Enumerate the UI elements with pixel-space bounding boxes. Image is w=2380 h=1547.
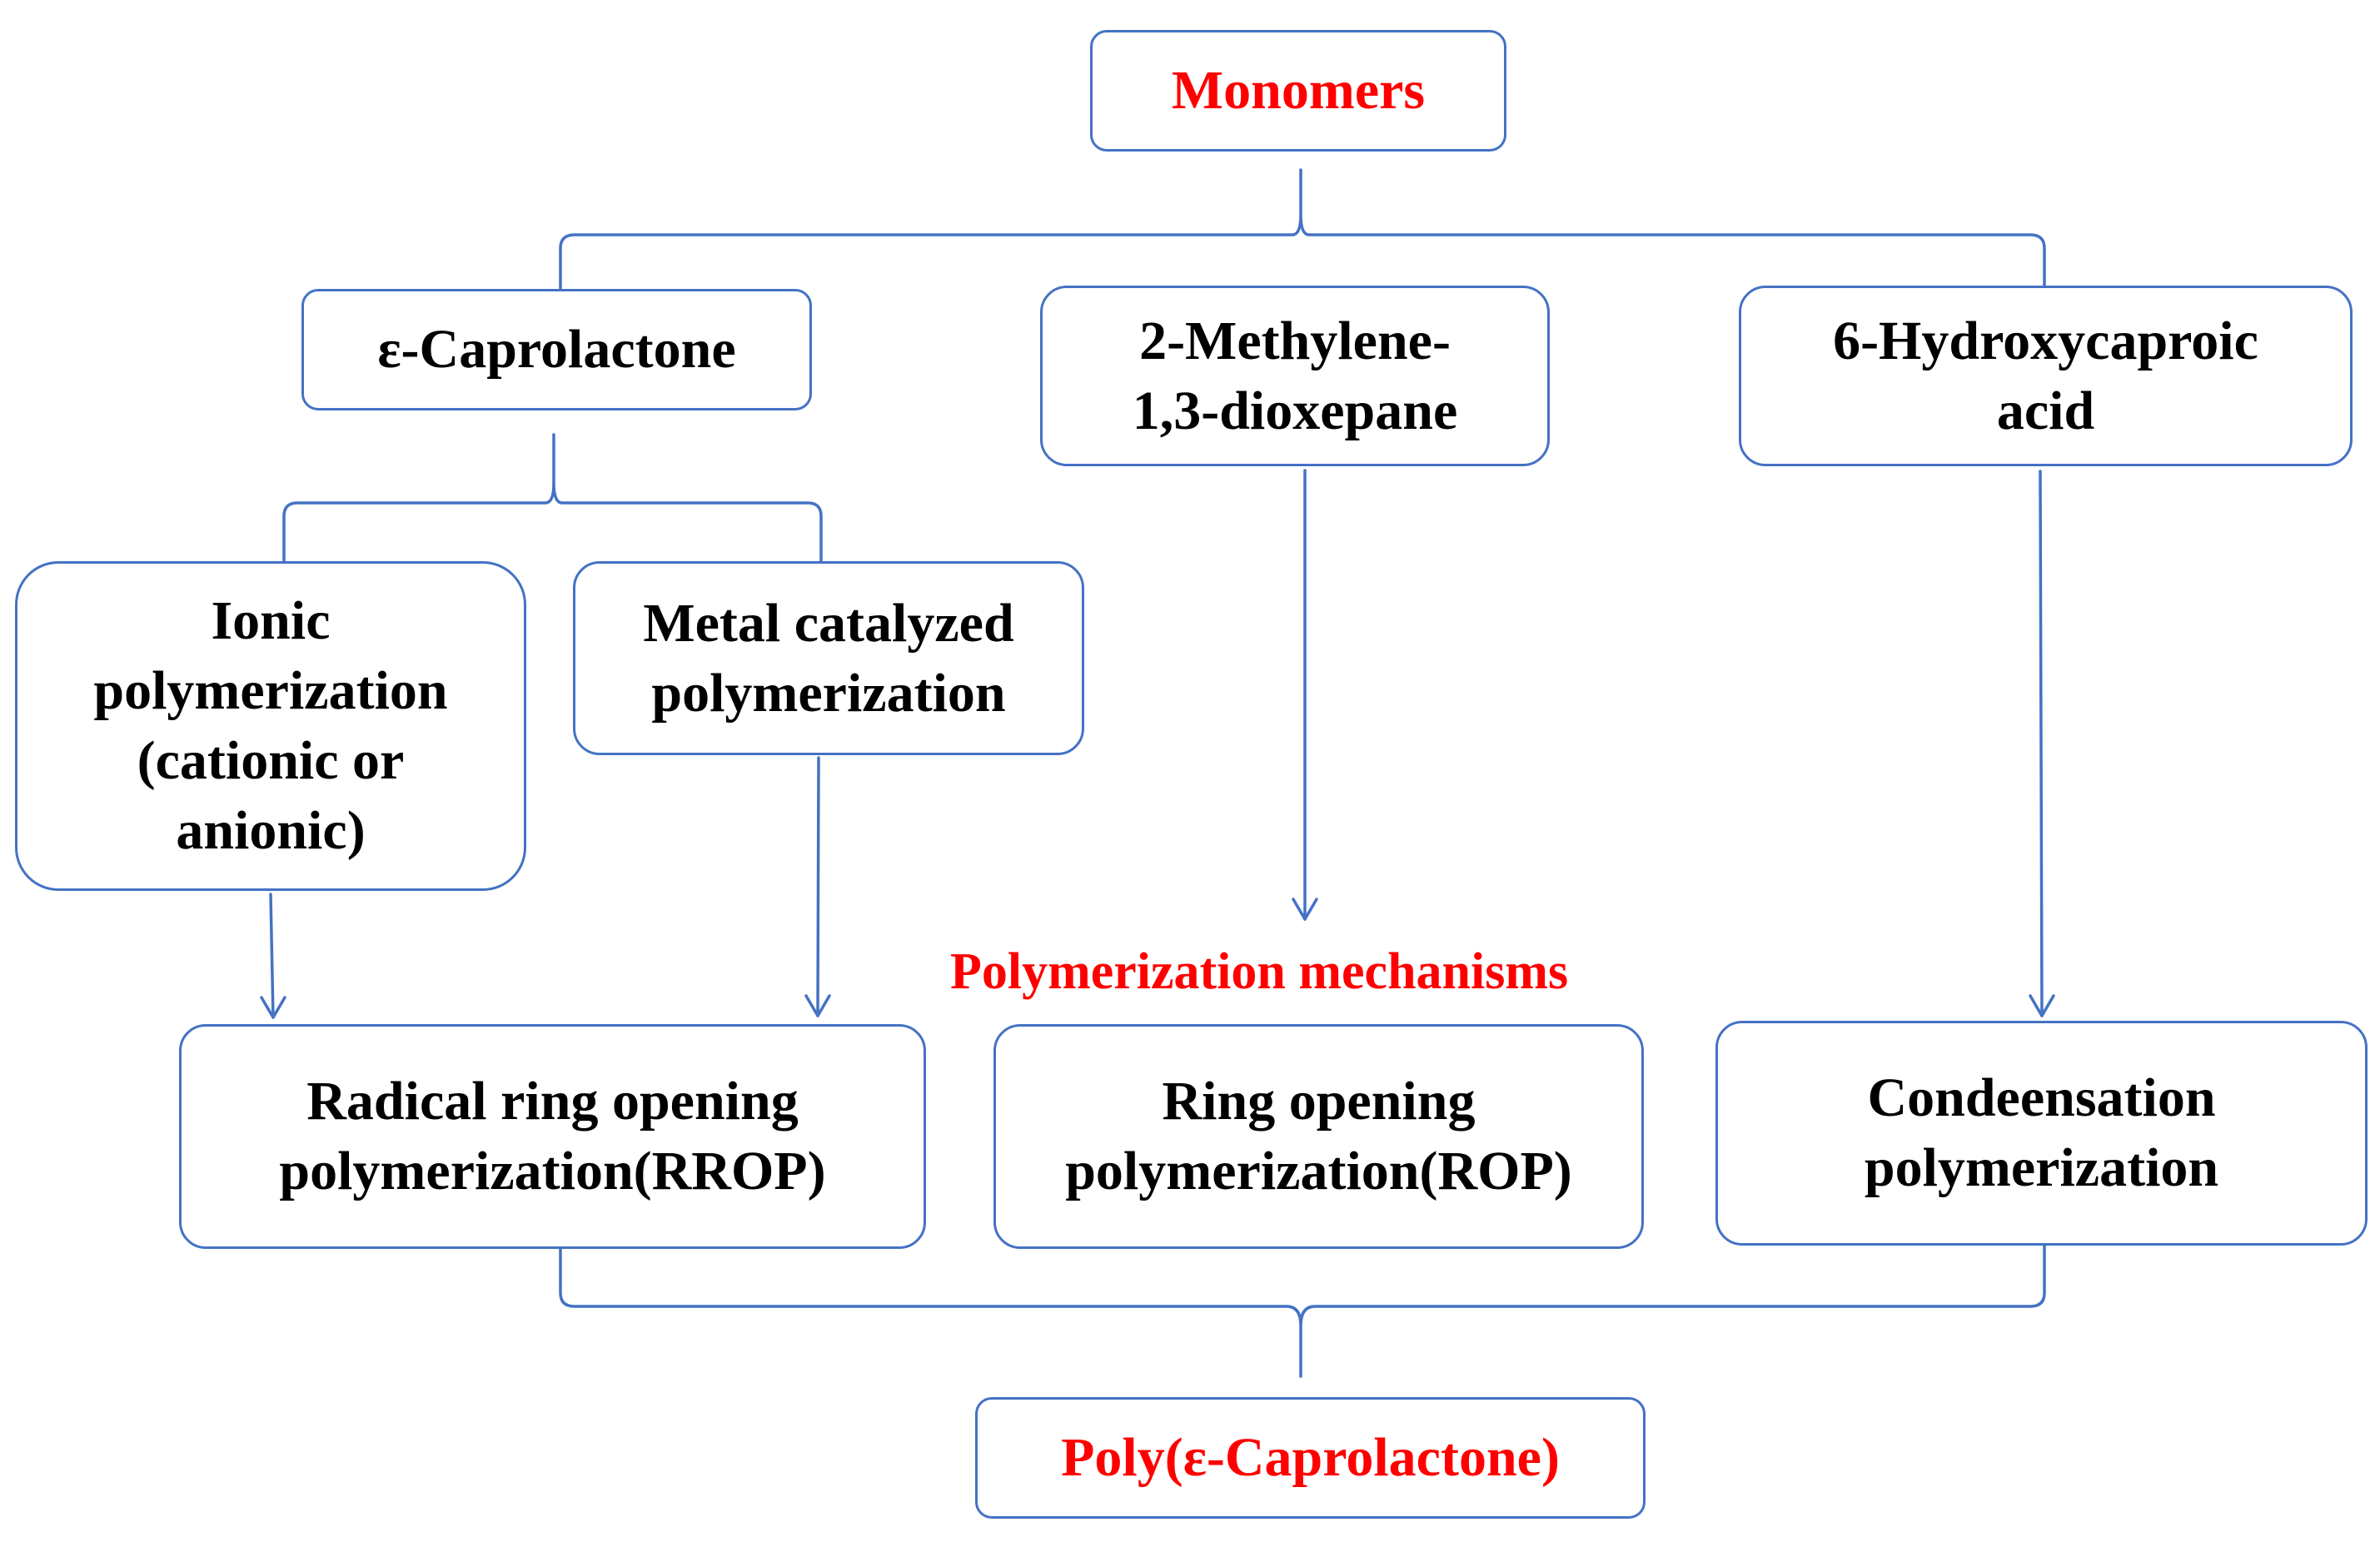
rop-label: Ring opening polymerization(ROP) <box>1065 1071 1572 1201</box>
rrop-node: Radical ring opening polymerization(RROP… <box>179 1024 926 1249</box>
arrowhead-hydroxy-condensation <box>2029 994 2055 1017</box>
arrow-hydroxy-condensation <box>2039 470 2044 1017</box>
rrop-label: Radical ring opening polymerization(RROP… <box>279 1071 826 1201</box>
brace-monomers <box>559 168 2046 291</box>
pcl-label: Poly(ε-Caprolactone) <box>1061 1427 1560 1489</box>
metal-catalyzed-label: Metal catalyzed polymerization <box>643 592 1014 724</box>
mechanisms-label: Polymerization mechanisms <box>950 943 1569 1000</box>
caprolactone-node: ε-Caprolactone <box>301 289 812 410</box>
methylene-dioxepane-label: 2-Methylene- 1,3-dioxepane <box>1132 310 1458 441</box>
hydroxycaproic-acid-node: 6-Hydroxycaproic acid <box>1739 286 2353 466</box>
monomers-node: Monomers <box>1090 30 1506 152</box>
arrow-metal-rrop <box>816 756 820 1017</box>
arrowhead-methylene-mechanisms <box>1292 898 1318 921</box>
condensation-label: Condeensation polymerization <box>1864 1067 2219 1198</box>
brace-products <box>559 1244 2046 1378</box>
arrowhead-ionic-rrop <box>260 996 286 1019</box>
metal-catalyzed-node: Metal catalyzed polymerization <box>573 561 1084 755</box>
pcl-node: Poly(ε-Caprolactone) <box>975 1397 1646 1519</box>
ionic-polymerization-node: Ionic polymerization (cationic or anioni… <box>15 561 526 891</box>
ionic-polymerization-label: Ionic polymerization (cationic or anioni… <box>93 590 448 861</box>
arrowhead-metal-rrop <box>804 994 831 1017</box>
hydroxycaproic-acid-label: 6-Hydroxycaproic acid <box>1833 310 2258 441</box>
brace-caprolactone <box>282 433 823 563</box>
condensation-node: Condeensation polymerization <box>1715 1021 2368 1246</box>
caprolactone-label: ε-Caprolactone <box>377 319 736 381</box>
methylene-dioxepane-node: 2-Methylene- 1,3-dioxepane <box>1040 286 1550 466</box>
rop-node: Ring opening polymerization(ROP) <box>993 1024 1644 1249</box>
monomers-label: Monomers <box>1171 60 1426 122</box>
arrow-ionic-rrop <box>269 893 275 1019</box>
